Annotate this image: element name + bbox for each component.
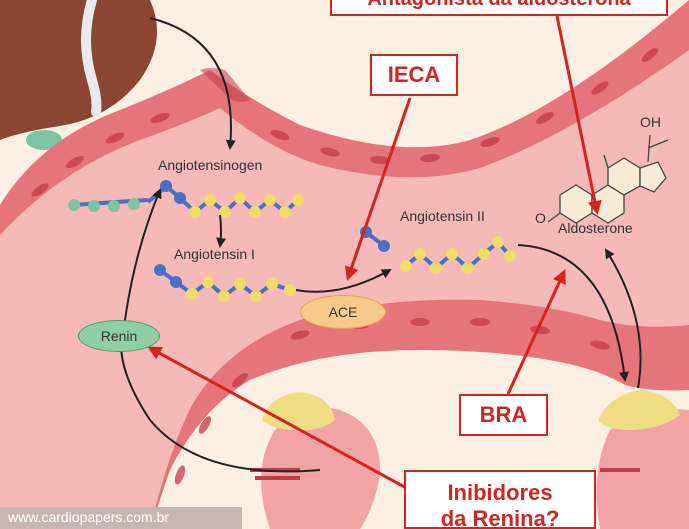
cleaved-fragment xyxy=(360,226,390,252)
renin-inhibitors-callout: Inibidores da Renina? xyxy=(404,470,596,529)
adrenal-right xyxy=(598,390,680,430)
angiotensinogen-chain xyxy=(68,180,304,218)
o-label: O xyxy=(535,210,546,226)
renin-inhibitor-arrow xyxy=(147,346,411,492)
angiotensin-i-chain xyxy=(154,264,296,302)
bra-arrow xyxy=(506,269,566,395)
adrenal-to-aldosterone-arrow xyxy=(604,248,642,389)
liver-vessel xyxy=(81,0,102,117)
aldosterone-label: Aldosterone xyxy=(558,220,633,236)
angiotensinogen-to-i-arrow xyxy=(216,214,227,248)
liver-to-angiotensinogen-arrow xyxy=(149,17,236,150)
renin-enzyme: Renin xyxy=(78,320,160,352)
renin-inhibitors-line1: Inibidores xyxy=(447,480,553,505)
renin-loop-arrow xyxy=(119,188,321,473)
liver-shape xyxy=(0,0,158,140)
renin-inhibitors-line2: da Renina? xyxy=(440,506,560,529)
angiotensin-ii-chain xyxy=(400,236,516,274)
kidney-left xyxy=(261,407,380,529)
angiotensin-ii-label: Angiotensin II xyxy=(400,208,485,224)
adrenal-left xyxy=(262,392,335,431)
angiotensin-i-label: Angiotensin I xyxy=(174,246,255,262)
kidney-right xyxy=(596,409,689,529)
bra-callout: BRA xyxy=(459,394,548,436)
ace-conversion-arrow xyxy=(295,269,392,293)
gallbladder xyxy=(26,130,62,150)
oh-label: OH xyxy=(640,114,661,130)
ieca-arrow xyxy=(344,97,412,281)
angiotensinogen-label: Angiotensinogen xyxy=(158,157,263,173)
aldosterone-antagonist-callout: Antagonista da aldosterona xyxy=(330,0,668,16)
ieca-callout: IECA xyxy=(370,54,458,96)
aldosterone-antagonist-arrow xyxy=(555,15,602,215)
ace-enzyme: ACE xyxy=(300,295,386,329)
vessel-lumen xyxy=(0,50,689,529)
angiotensin-ii-to-adrenal-arrow xyxy=(517,244,630,382)
watermark: www.cardiopapers.com.br xyxy=(0,507,242,529)
